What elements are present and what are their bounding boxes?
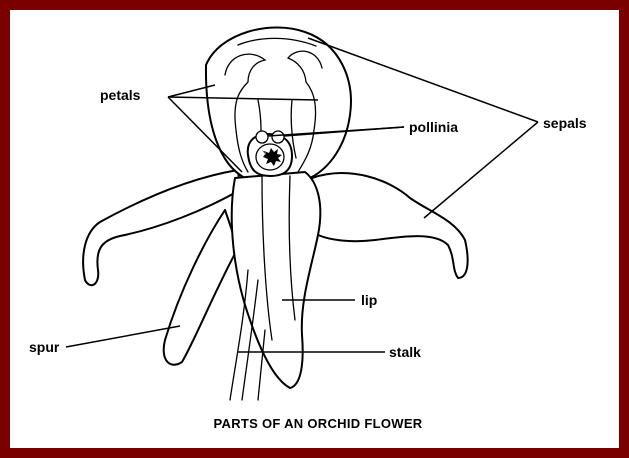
spur-shape (164, 210, 238, 365)
pollinium-left (256, 131, 268, 143)
pollinium-right (272, 131, 284, 143)
label-sepals: sepals (543, 115, 587, 131)
label-pollinia: pollinia (409, 119, 458, 135)
sepals-leader-down (424, 122, 538, 218)
label-stalk: stalk (389, 344, 421, 360)
right-sepal (312, 173, 468, 278)
diagram-caption: PARTS OF AN ORCHID FLOWER (214, 416, 423, 431)
lip-shape (232, 172, 321, 388)
label-spur: spur (29, 339, 60, 355)
spur-leader (66, 326, 180, 347)
label-petals: petals (100, 87, 141, 103)
label-lip: lip (361, 292, 377, 308)
